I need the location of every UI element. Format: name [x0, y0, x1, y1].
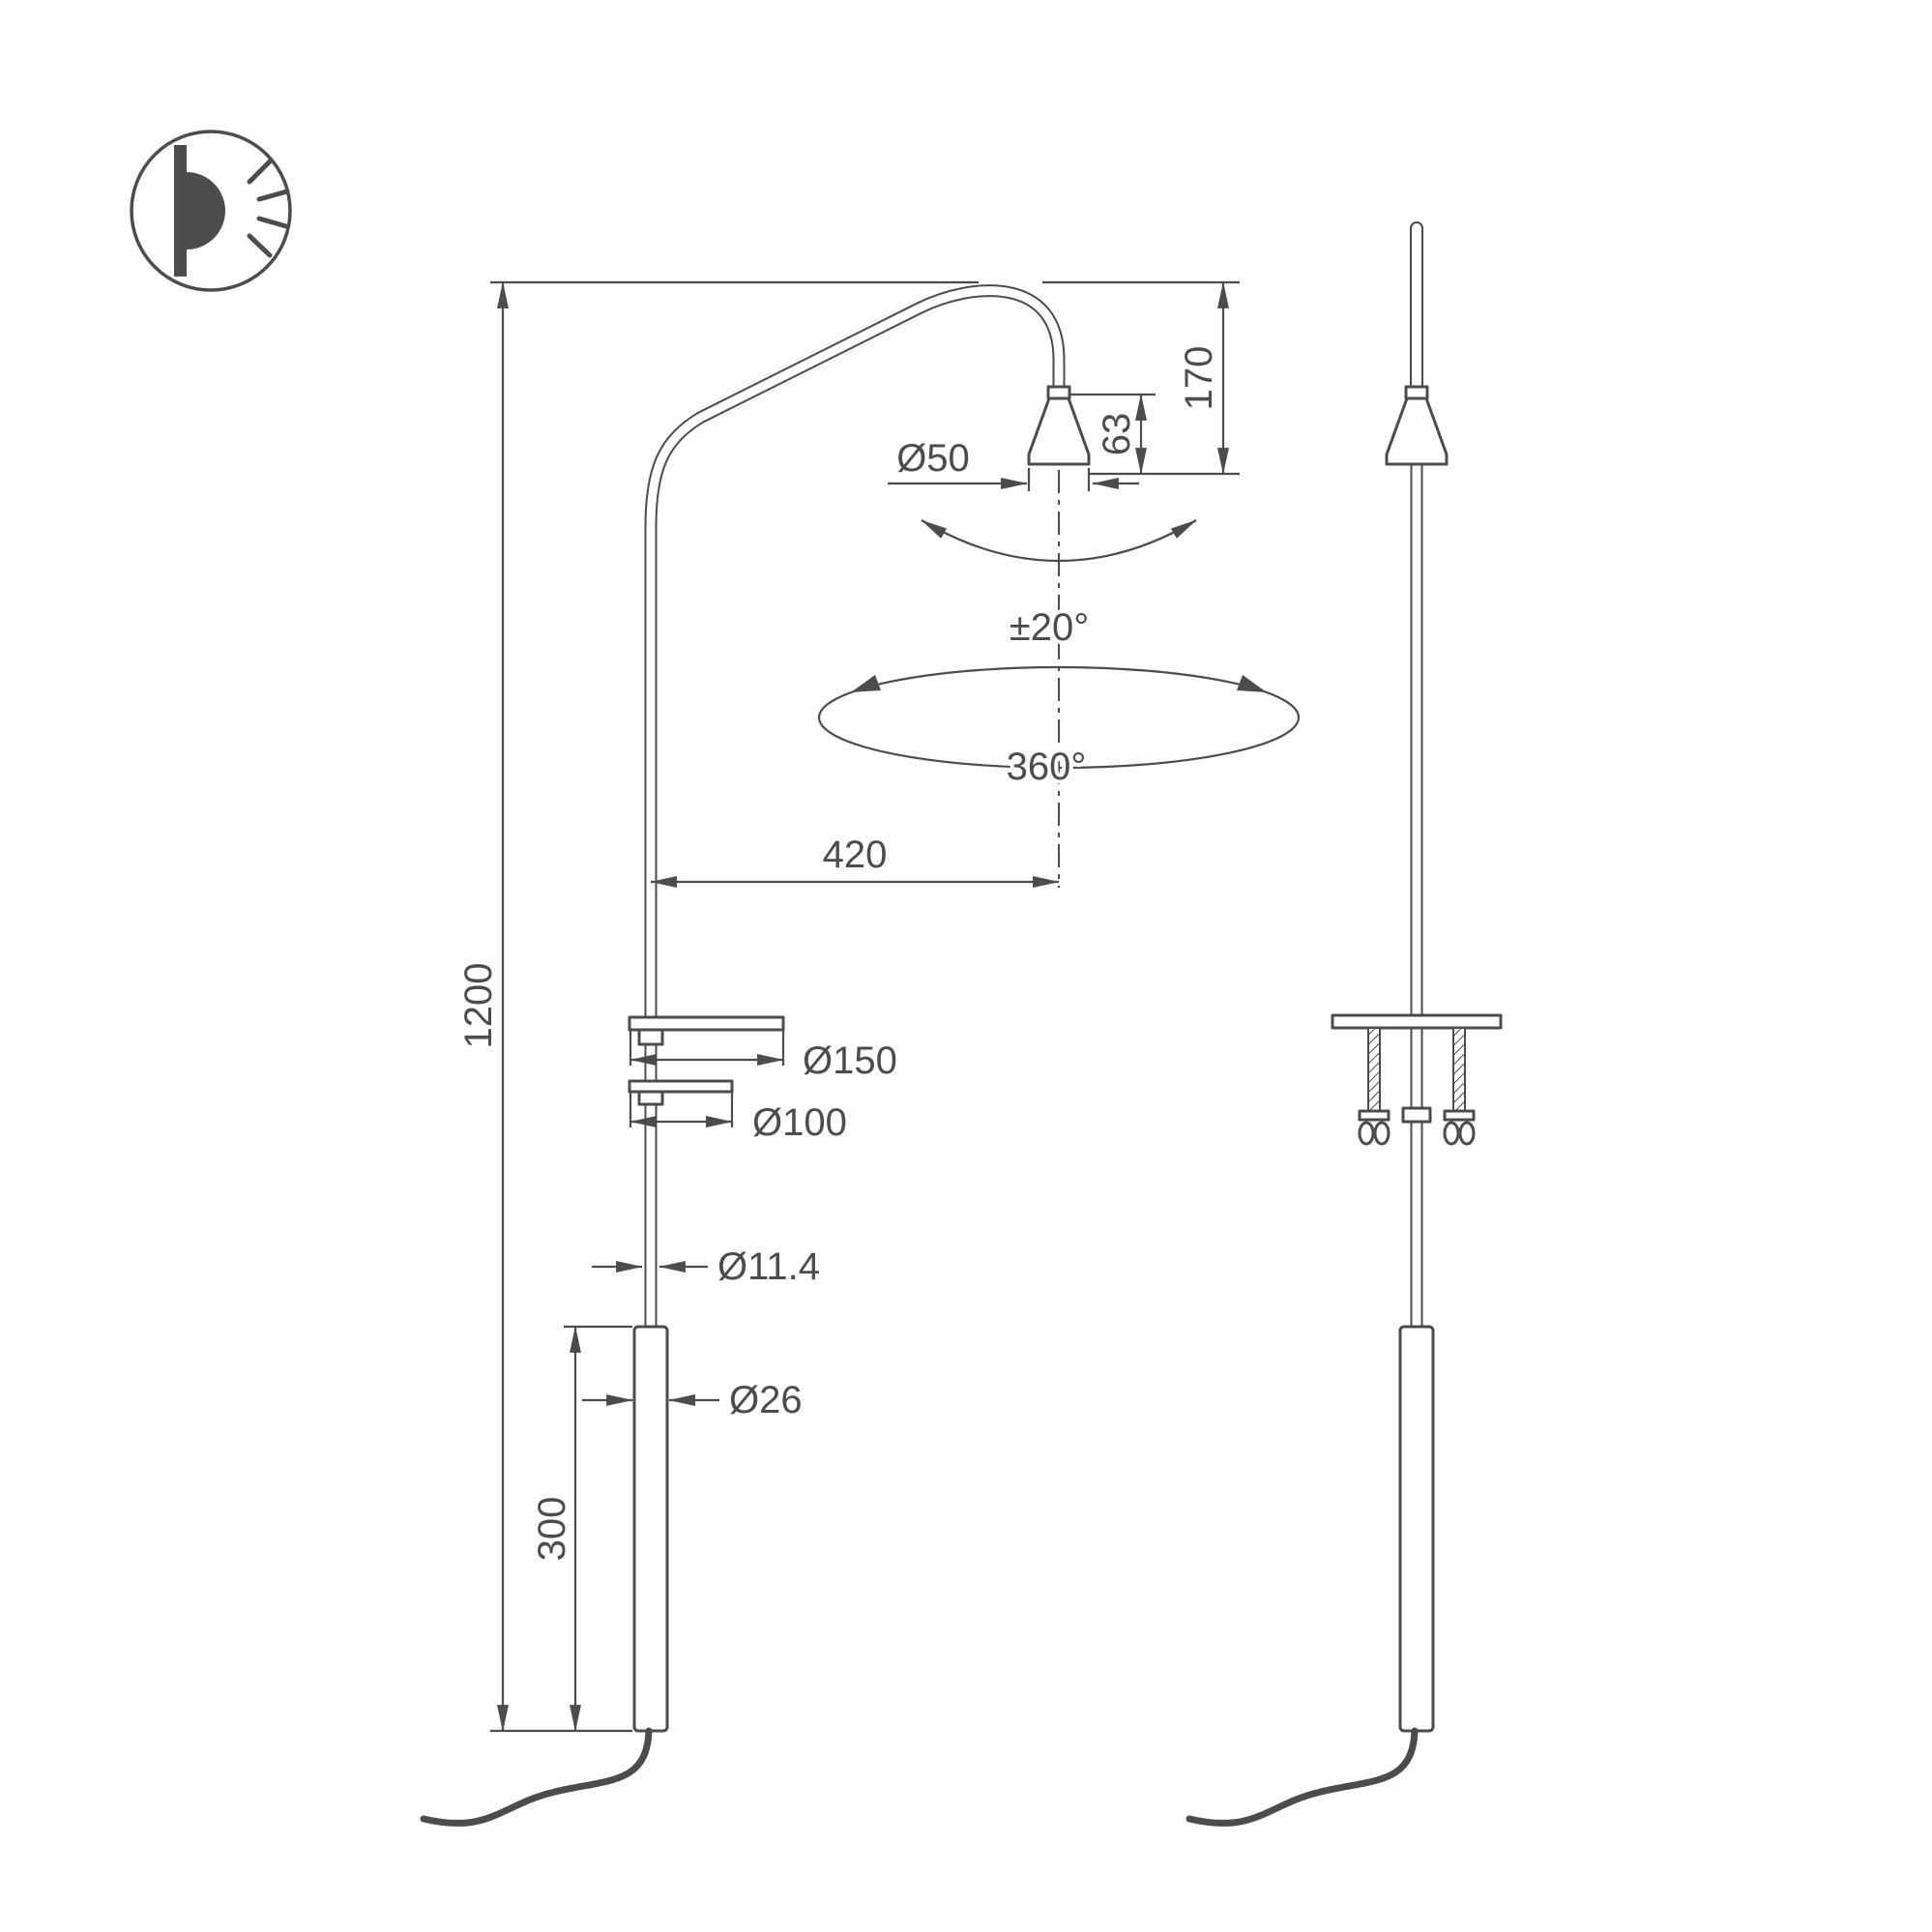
dim-100-label: Ø100 [752, 1101, 847, 1144]
base-tube-side [1398, 1325, 1435, 1733]
lamp-body-glyph [187, 172, 225, 249]
dim-150-label: Ø150 [803, 1039, 897, 1082]
clamp-screw-left [1358, 1027, 1390, 1146]
dim-420-label: 420 [823, 834, 888, 876]
mounting-plate-small [628, 1079, 734, 1106]
lamp-head-side [1385, 385, 1449, 466]
dim-26-label: Ø26 [729, 1379, 803, 1421]
power-cable [420, 1727, 653, 1827]
mounting-plate-side [1331, 1013, 1503, 1030]
dim-rotation-label: 360° [1007, 746, 1087, 788]
base-tube [632, 1325, 669, 1733]
dim-300-label: 300 [531, 1497, 573, 1562]
dim-1200-label: 1200 [457, 963, 500, 1049]
pole-collar-side [1401, 1106, 1432, 1124]
mounting-plate-large [628, 1015, 785, 1046]
rotation-ellipse [817, 665, 1301, 770]
dim-11-4-label: Ø11.4 [717, 1245, 820, 1288]
dim-tilt-label: ±20° [1010, 606, 1089, 649]
front-view [420, 284, 1091, 1827]
light-rays-glyph [247, 158, 290, 258]
lamp-head [1027, 385, 1091, 466]
dimensions: 1200 300 170 63 Ø50 ±20° 360° 420 Ø150 Ø… [454, 280, 1301, 1733]
dim-63-label: 63 [1096, 413, 1138, 456]
wall-plate-glyph [174, 145, 187, 277]
dim-170-label: 170 [1178, 346, 1220, 411]
side-view [1186, 221, 1503, 1827]
dim-50-label: Ø50 [896, 437, 970, 480]
clamp-screw-right [1443, 1027, 1476, 1146]
power-cable-side [1186, 1727, 1419, 1827]
wall-light-icon [130, 130, 292, 292]
lamp-pole-arm [644, 284, 1066, 1334]
